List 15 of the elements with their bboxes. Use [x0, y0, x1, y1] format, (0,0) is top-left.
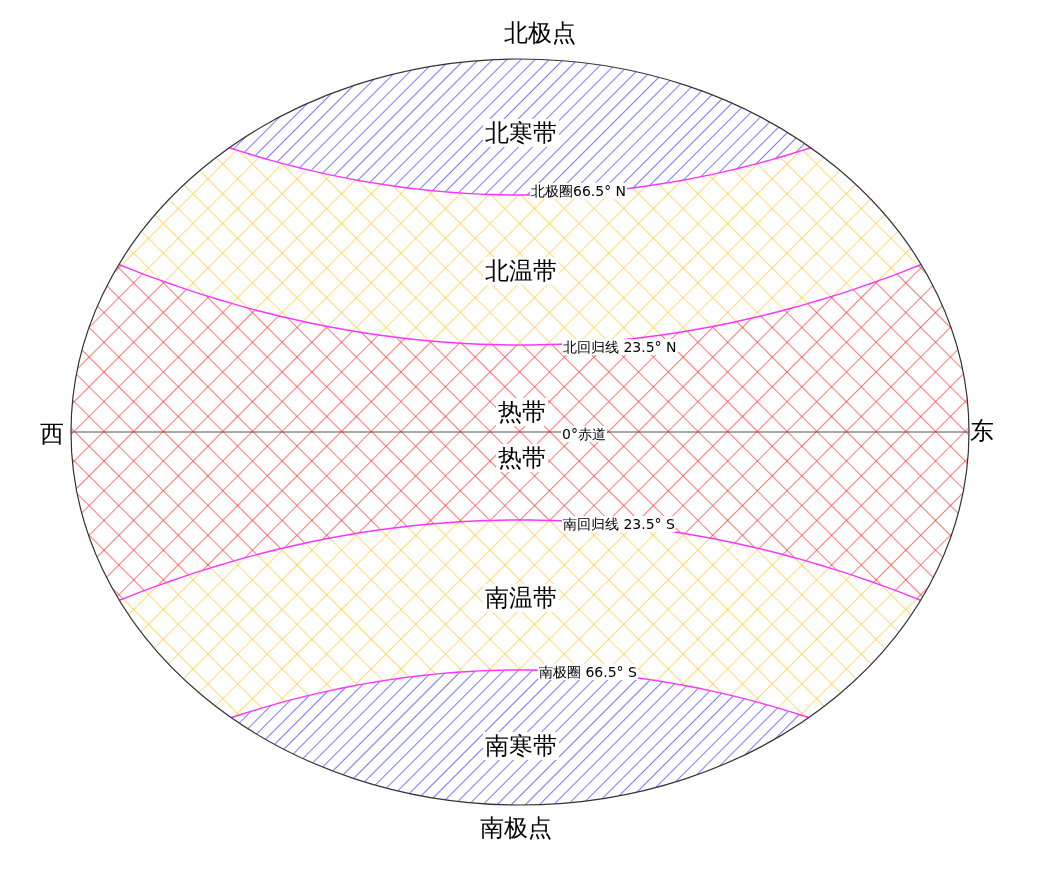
latitude-label: 北极圈66.5° N [530, 183, 628, 199]
zone-label: 热带 [496, 444, 548, 472]
direction-label: 东 [970, 417, 994, 445]
pole-label: 北极点 [504, 19, 576, 47]
zone-label: 南寒带 [483, 732, 559, 760]
latitude-label: 南回归线 23.5° S [562, 516, 676, 532]
latitude-label: 北回归线 23.5° N [562, 339, 678, 355]
direction-label: 西 [40, 420, 64, 448]
latitude-label: 南极圈 66.5° S [538, 664, 638, 680]
zone-label: 北寒带 [483, 119, 559, 147]
zone-label: 南温带 [483, 584, 559, 612]
latitude-label: 0°赤道 [561, 426, 607, 442]
zone-label: 北温带 [483, 257, 559, 285]
pole-label: 南极点 [480, 814, 552, 842]
zone-label: 热带 [496, 398, 548, 426]
